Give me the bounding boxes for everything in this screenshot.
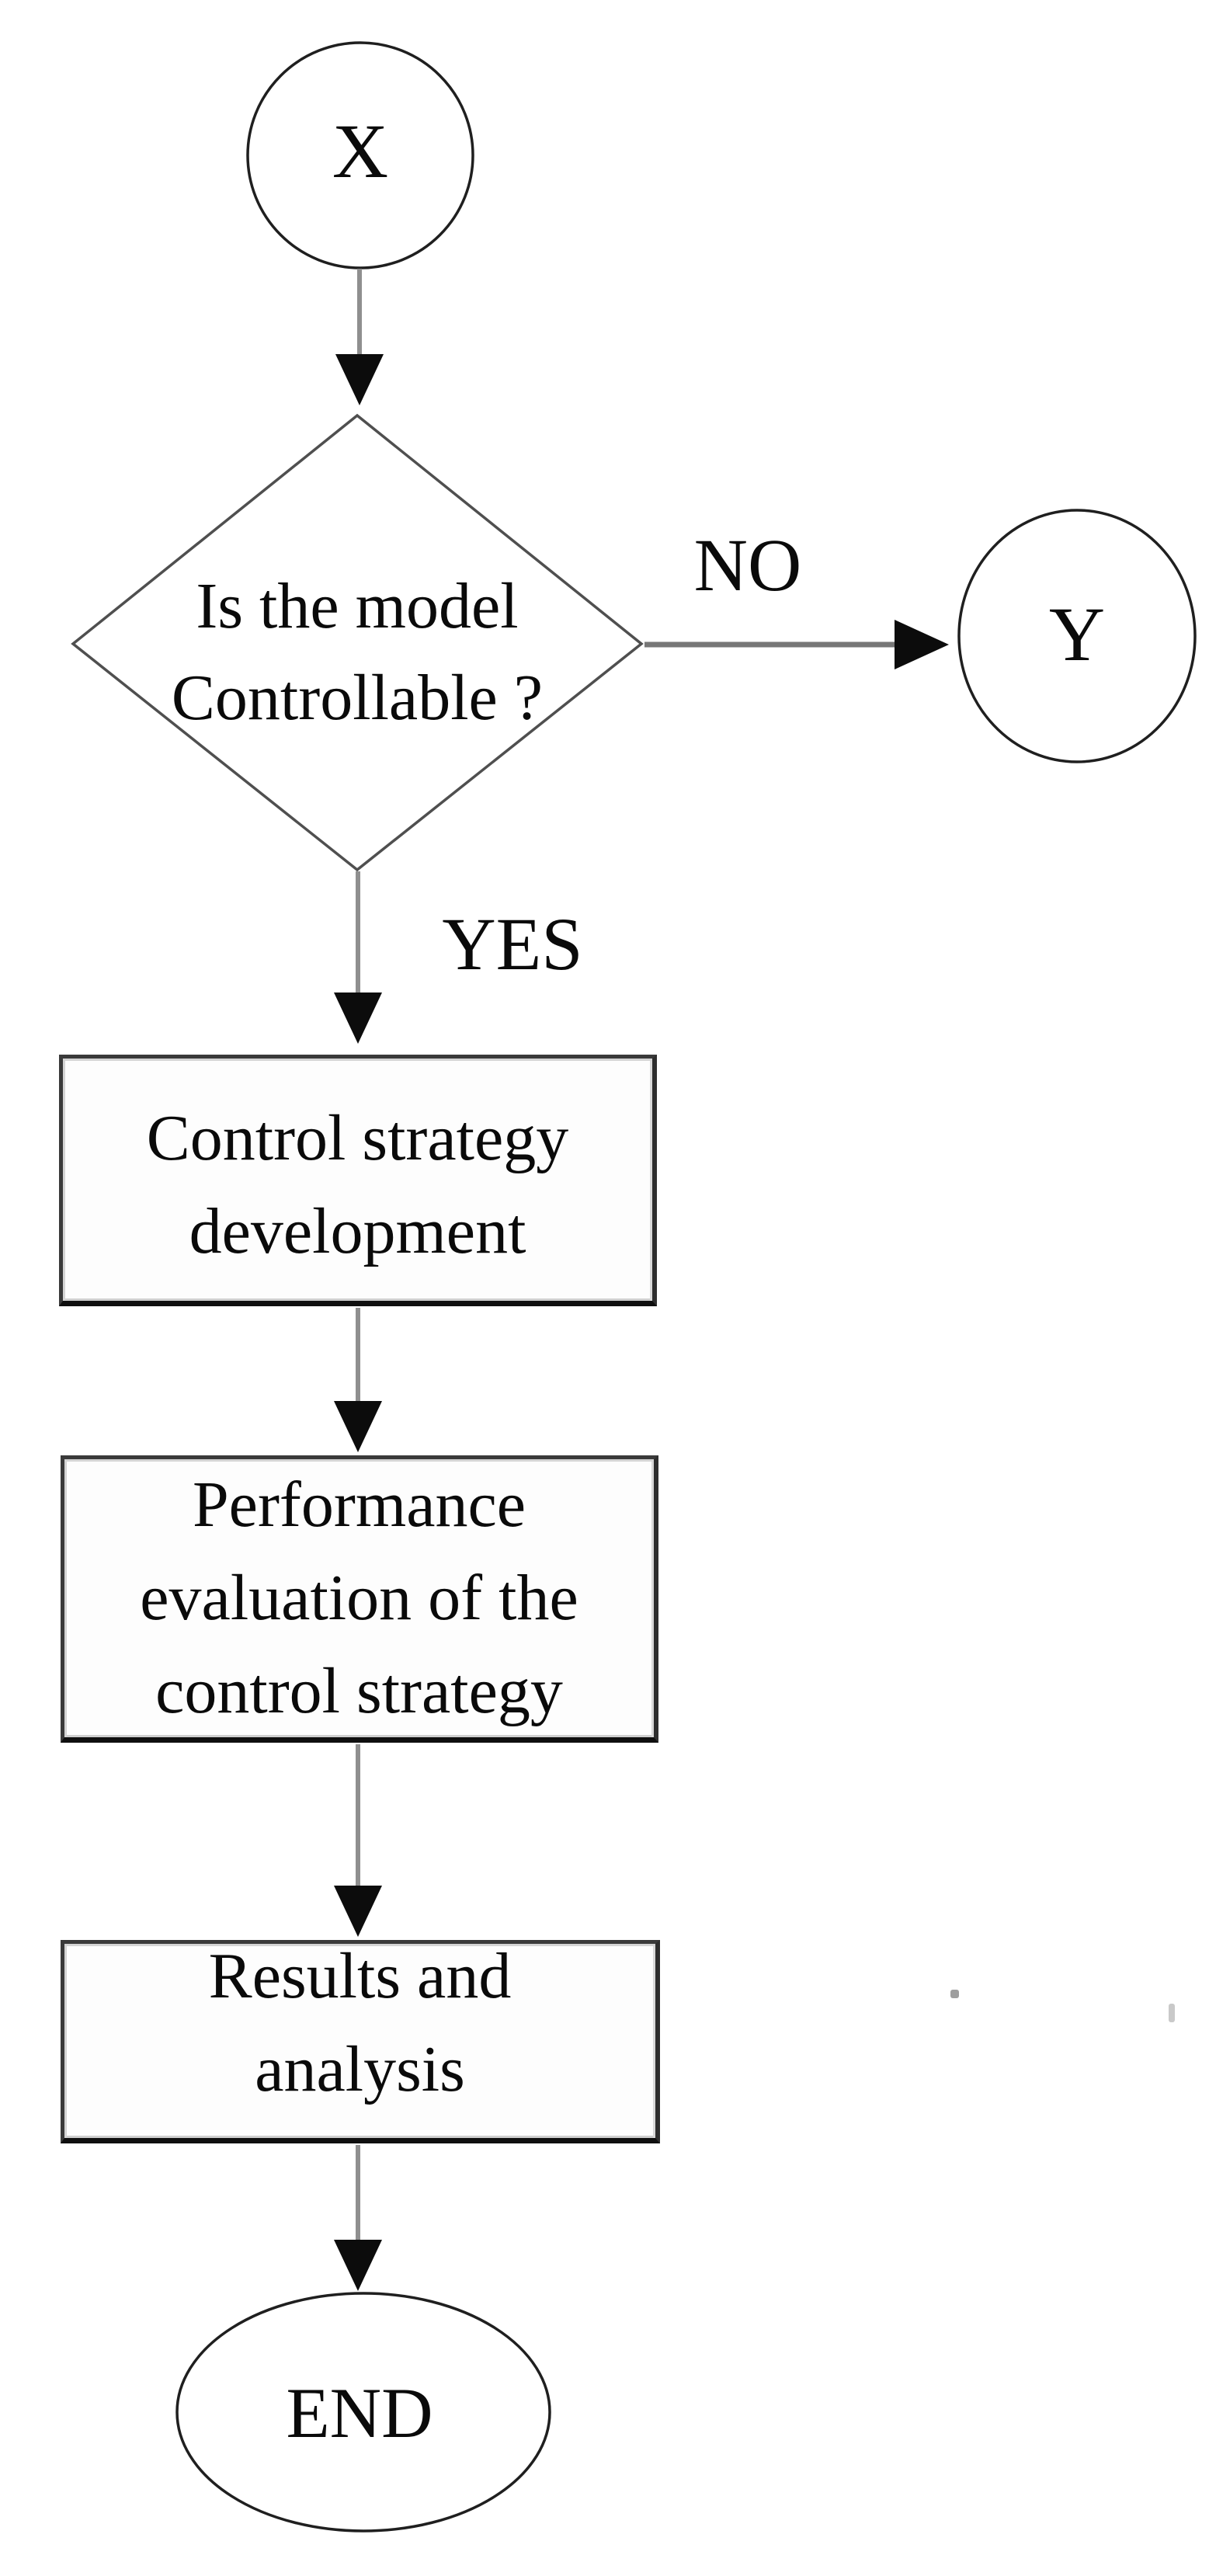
process-2-line-1: Performance bbox=[192, 1469, 526, 1541]
end-node-label: END bbox=[286, 2373, 433, 2453]
arrowhead-down-3 bbox=[334, 1401, 382, 1452]
branch-label-no: NO bbox=[693, 523, 802, 607]
decision-text: Is the model Controllable ? bbox=[85, 561, 629, 744]
process-box-performance-evaluation: Performance evaluation of the control st… bbox=[61, 1455, 658, 1743]
arrowhead-right-no bbox=[895, 620, 949, 669]
process-2-line-2: evaluation of the bbox=[140, 1562, 578, 1634]
process-3-line-1: Results and bbox=[208, 1940, 512, 2012]
start-node-label: X bbox=[332, 108, 389, 194]
arrowhead-down-4 bbox=[334, 1886, 382, 1937]
arrowhead-down-2 bbox=[334, 993, 382, 1044]
process-1-line-2: development bbox=[189, 1195, 526, 1267]
process-box-control-strategy: Control strategy development bbox=[59, 1055, 657, 1306]
terminator-y-circle bbox=[957, 509, 1197, 763]
arrowhead-down-5 bbox=[334, 2240, 382, 2291]
process-1-line-1: Control strategy bbox=[146, 1102, 569, 1174]
process-box-results-analysis: Results and analysis bbox=[61, 1940, 660, 2143]
process-2-line-3: control strategy bbox=[155, 1655, 563, 1727]
terminator-y-label: Y bbox=[1048, 591, 1106, 677]
end-ellipse bbox=[175, 2292, 551, 2533]
arrowhead-down-1 bbox=[335, 354, 384, 405]
scan-artifact-dot bbox=[950, 1990, 959, 1998]
start-circle bbox=[246, 41, 474, 269]
decision-line-1: Is the model bbox=[196, 570, 519, 642]
decision-line-2: Controllable ? bbox=[171, 662, 544, 734]
branch-label-yes: YES bbox=[442, 902, 583, 986]
scan-artifact-dot bbox=[1169, 2004, 1175, 2022]
process-3-line-2: analysis bbox=[255, 2033, 465, 2105]
decision-diamond bbox=[71, 413, 644, 872]
